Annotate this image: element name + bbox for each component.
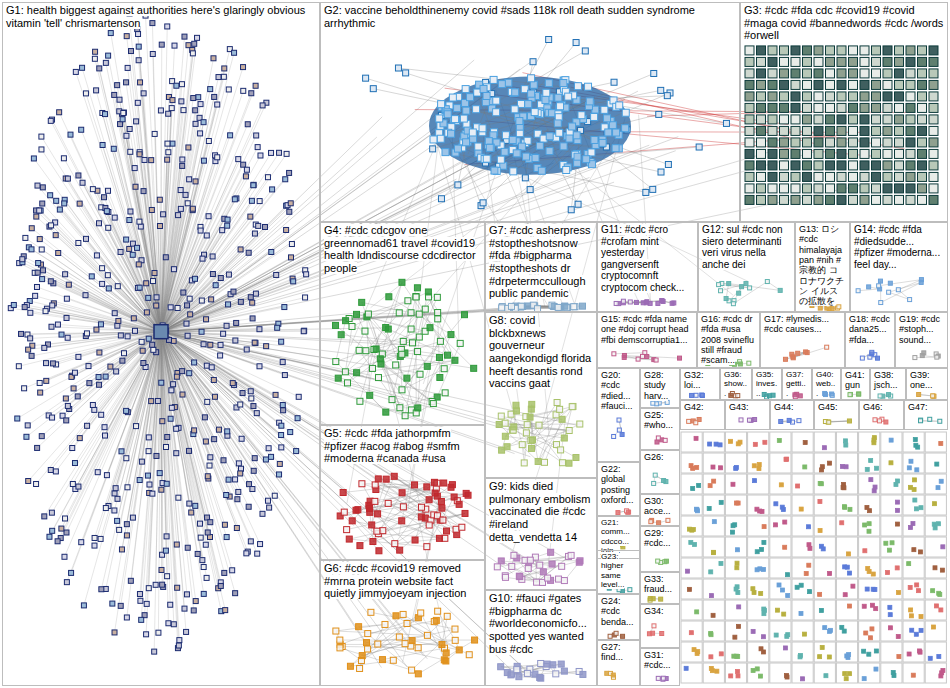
graph-canvas: G1: health biggest against authorities h… [0,0,950,688]
